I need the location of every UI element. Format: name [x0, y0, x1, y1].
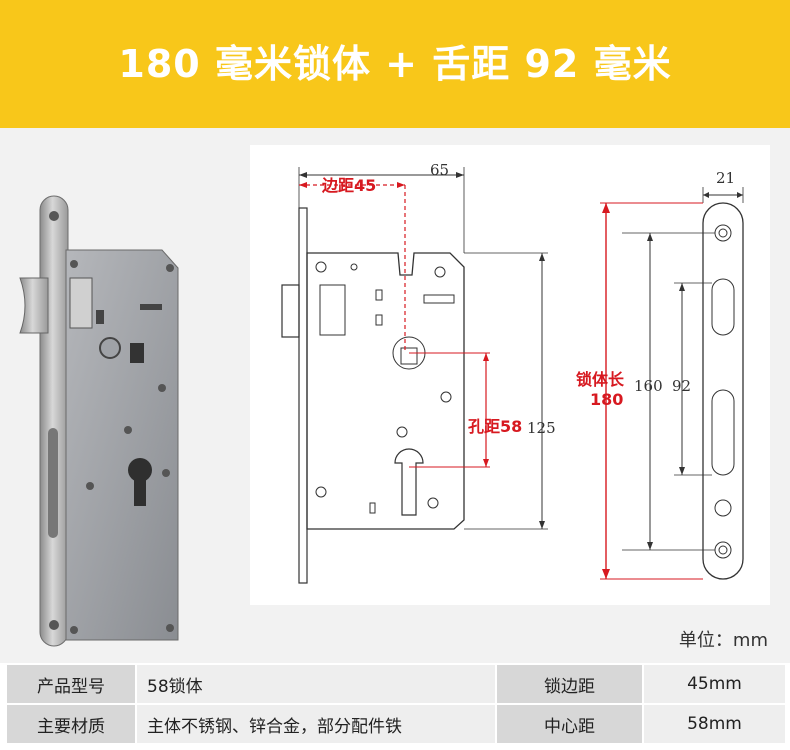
spec-value-center-distance: 58mm — [642, 703, 787, 745]
spec-header-center-distance: 中心距 — [495, 703, 644, 745]
dimension-drawing: 65 边距45 孔距58 125 21 — [250, 145, 770, 605]
spec-value-material: 主体不锈钢、锌合金，部分配件铁 — [135, 703, 497, 745]
dim-160-label: 160 — [634, 377, 663, 395]
title-banner: 180 毫米锁体 + 舌距 92 毫米 — [0, 0, 790, 128]
unit-label: 单位：mm — [678, 630, 768, 651]
spec-value-model: 58锁体 — [135, 663, 497, 705]
table-row: 主要材质 主体不锈钢、锌合金，部分配件铁 中心距 58mm — [5, 703, 787, 745]
dim-125-label: 125 — [527, 419, 556, 437]
spec-header-model: 产品型号 — [5, 663, 137, 705]
spec-header-backset: 锁边距 — [495, 663, 644, 705]
dim-92-label: 92 — [672, 377, 691, 395]
spec-value-backset: 45mm — [642, 663, 787, 705]
lock-body-photo — [0, 128, 230, 648]
body-length-value: 180 — [590, 390, 623, 409]
spec-header-material: 主要材质 — [5, 703, 137, 745]
hole-distance-label: 孔距58 — [468, 417, 522, 436]
table-row: 产品型号 58锁体 锁边距 45mm — [5, 663, 787, 705]
dim-65-label: 65 — [430, 161, 449, 179]
banner-title: 180 毫米锁体 + 舌距 92 毫米 — [118, 41, 672, 86]
spec-table: 产品型号 58锁体 锁边距 45mm 主要材质 主体不锈钢、锌合金，部分配件铁 … — [5, 663, 787, 745]
dim-21-label: 21 — [716, 169, 735, 187]
backset-label: 边距45 — [321, 176, 376, 195]
body-length-label: 锁体长 — [576, 370, 625, 389]
